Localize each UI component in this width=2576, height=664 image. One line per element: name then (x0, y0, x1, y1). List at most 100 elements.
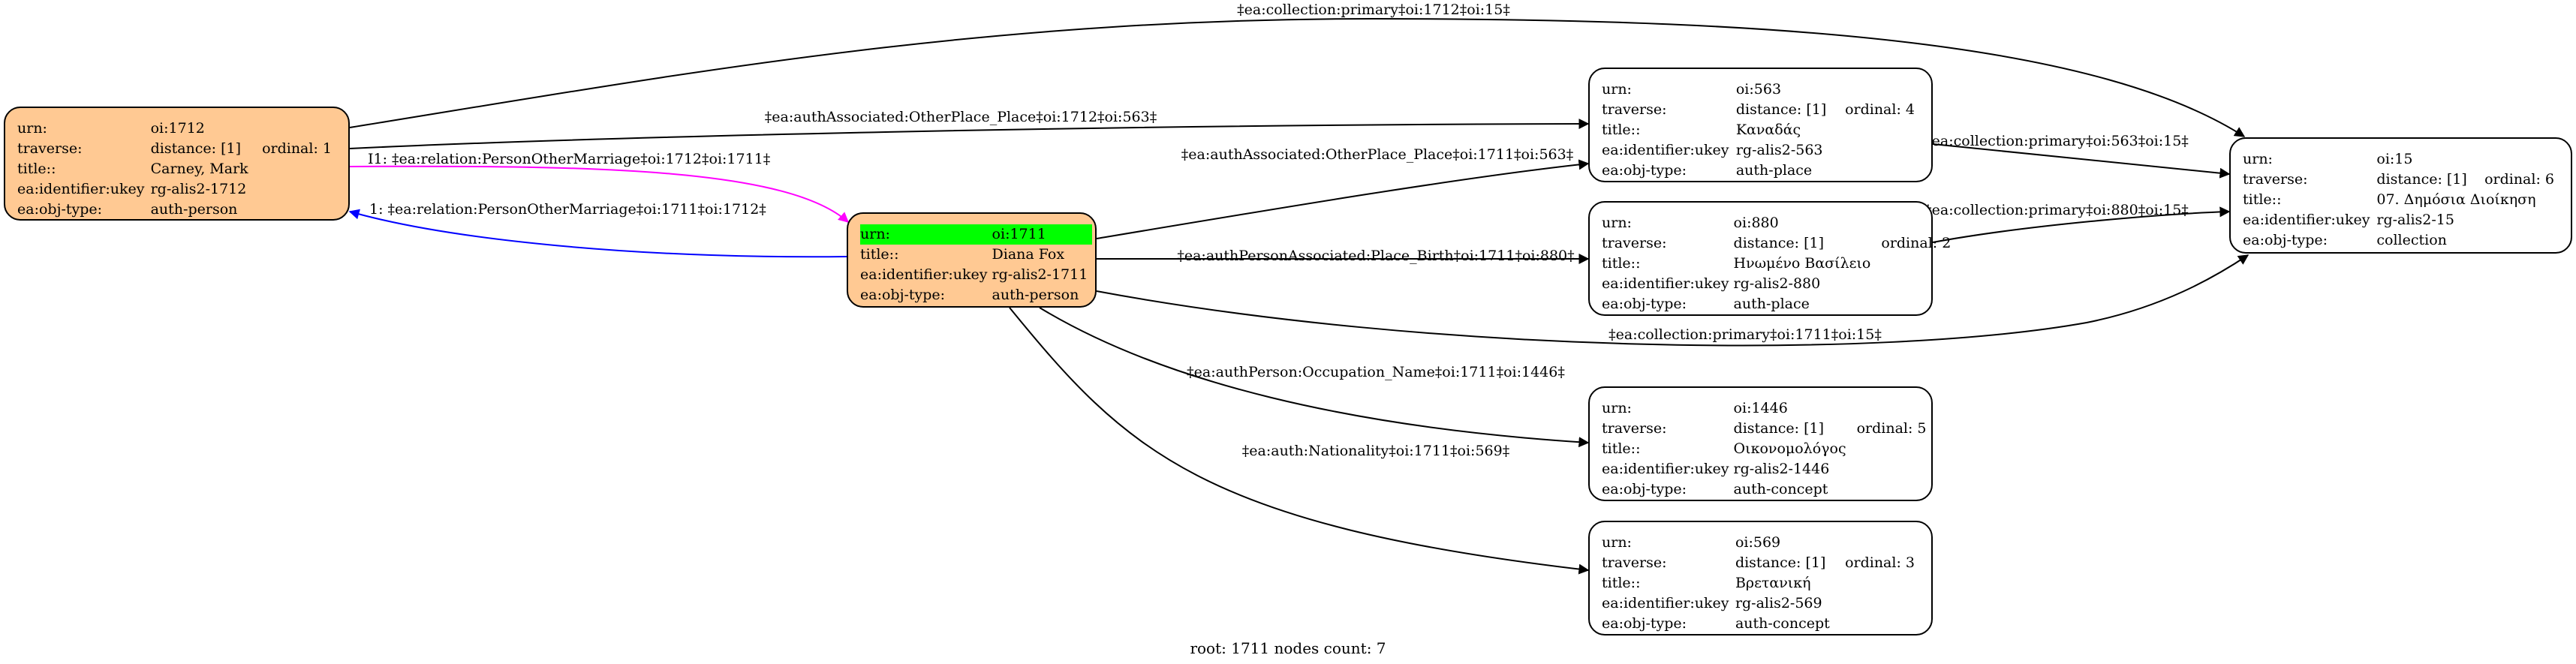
field-value: auth-concept (1735, 615, 1830, 632)
field-key: ea:identifier:ukey (1602, 275, 1729, 292)
field-key: title:: (1602, 255, 1641, 272)
field-key: traverse: (1602, 235, 1667, 251)
field-value-ordinal: ordinal: 5 (1856, 420, 1927, 437)
field-key: traverse: (1602, 554, 1667, 571)
field-key: traverse: (1602, 420, 1667, 437)
field-key: urn: (1602, 534, 1632, 551)
field-key: ea:identifier:ukey (1602, 595, 1729, 611)
node-oi-1712[interactable]: urn: oi:1712 traverse: distance: [1] ordina… (4, 107, 350, 221)
field-value: distance: [1] (1735, 101, 1827, 118)
node-fields-table: urn: oi:563 traverse: distance: [1] ordinal… (1602, 80, 1919, 181)
node-oi-880[interactable]: urn: oi:880 traverse: distance: [1] ordinal… (1588, 201, 1951, 316)
field-value: rg-alis2-563 (1735, 142, 1823, 158)
edge-label-1712-15: ‡ea:collection:primary‡oi:1712‡oi:15‡ (1237, 2, 1510, 18)
field-value: Οικονομολόγος (1733, 440, 1846, 457)
field-key: urn: (2243, 151, 2273, 167)
field-value: distance: [1] (150, 140, 242, 157)
field-value: rg-alis2-1711 (992, 266, 1088, 283)
field-value: distance: [1] (1733, 420, 1824, 437)
field-value: Καναδάς (1735, 122, 1801, 138)
edge-880-15 (1932, 206, 2231, 243)
field-key: title:: (1602, 440, 1641, 457)
field-value: Carney, Mark (150, 161, 248, 177)
field-value: rg-alis2-569 (1735, 595, 1822, 611)
field-value: rg-alis2-15 (2376, 212, 2454, 228)
node-oi-15[interactable]: urn: oi:15 traverse: distance: [1] ordinal:… (2229, 137, 2572, 254)
graph-footer-caption: root: 1711 nodes count: 7 (1190, 639, 1386, 657)
edge-label-1711-1712: 1: ‡ea:relation:PersonOtherMarriage‡oi:1… (369, 201, 766, 218)
edge-1711-569 (1009, 307, 1590, 575)
node-oi-569[interactable]: urn: oi:569 traverse: distance: [1] ordinal… (1588, 521, 1933, 635)
edge-1712-1711 (349, 165, 850, 223)
field-key: ea:obj-type: (860, 287, 946, 303)
field-value-ordinal: ordinal: 1 (262, 140, 332, 157)
field-value: Ηνωμένο Βασίλειο (1733, 255, 1871, 272)
field-key: title:: (1602, 575, 1641, 591)
field-key: title:: (1602, 122, 1641, 138)
field-value: distance: [1] (1733, 235, 1824, 251)
edge-label-1712-1711: I1: ‡ea:relation:PersonOtherMarriage‡oi:… (368, 151, 770, 167)
field-value: auth-person (150, 201, 238, 218)
field-key: ea:obj-type: (1602, 481, 1687, 497)
node-fields-table: urn: oi:1446 traverse: distance: [1] ordina… (1602, 398, 1931, 500)
field-value: oi:15 (2376, 151, 2413, 167)
field-value: auth-person (992, 287, 1079, 303)
field-key: urn: (1602, 400, 1632, 416)
edge-label-563-15: ‡ea:collection:primary‡oi:563‡oi:15‡ (1924, 133, 2189, 149)
field-key: ea:obj-type: (17, 201, 103, 218)
edge-label-1711-563: ‡ea:authAssociated:OtherPlace_Place‡oi:1… (1181, 146, 1573, 163)
field-value: oi:563 (1735, 81, 1782, 98)
field-value: Βρετανική (1735, 575, 1811, 591)
field-value: oi:880 (1733, 215, 1779, 231)
field-value: oi:1446 (1733, 400, 1788, 416)
field-key: ea:identifier:ukey (17, 181, 145, 197)
edge-1711-15 (1096, 254, 2249, 347)
field-value-ordinal: ordinal: 3 (1845, 554, 1915, 571)
field-value-ordinal: ordinal: 6 (2484, 171, 2554, 188)
field-key: urn: (1602, 81, 1632, 98)
edge-label-1712-563: ‡ea:authAssociated:OtherPlace_Place‡oi:1… (765, 109, 1157, 125)
node-oi-563[interactable]: urn: oi:563 traverse: distance: [1] ordinal… (1588, 68, 1933, 182)
field-value: rg-alis2-880 (1733, 275, 1821, 292)
field-key: traverse: (17, 140, 83, 157)
node-fields-table: urn: oi:15 traverse: distance: [1] ordinal:… (2243, 149, 2559, 251)
edge-label-1711-880: ‡ea:authPersonAssociated:Place_Birth‡oi:… (1177, 248, 1574, 264)
field-value: distance: [1] (1735, 554, 1826, 571)
field-key: ea:obj-type: (1602, 162, 1687, 179)
field-key: ea:identifier:ukey (2243, 212, 2370, 228)
field-key: ea:identifier:ukey (860, 266, 988, 283)
field-value: oi:569 (1735, 534, 1781, 551)
edge-1711-563 (1096, 159, 1590, 239)
edge-label-880-15: ‡ea:collection:primary‡oi:880‡oi:15‡ (1924, 202, 2189, 218)
field-value-ordinal: ordinal: 4 (1845, 101, 1915, 118)
field-value: oi:1712 (150, 120, 205, 137)
field-value: auth-concept (1733, 481, 1828, 497)
field-key: traverse: (2243, 171, 2308, 188)
field-value: auth-place (1735, 162, 1813, 179)
field-value: collection (2376, 232, 2447, 248)
field-key: urn: (860, 224, 992, 245)
node-oi-1711-root[interactable]: urn:oi:1711 title::Diana Fox ea:identifi… (847, 212, 1097, 308)
field-key: title:: (17, 161, 56, 177)
node-fields-table: urn: oi:1712 traverse: distance: [1] ordina… (17, 119, 336, 220)
field-value-ordinal: ordinal: 2 (1881, 235, 1952, 251)
edge-label-1711-15: ‡ea:collection:primary‡oi:1711‡oi:15‡ (1608, 326, 1882, 343)
field-key: traverse: (1602, 101, 1667, 118)
field-value: rg-alis2-1712 (150, 181, 247, 197)
node-fields-table: urn:oi:1711 title::Diana Fox ea:identifi… (860, 224, 1093, 305)
node-fields-table: urn: oi:569 traverse: distance: [1] ordinal… (1602, 533, 1919, 634)
field-value: distance: [1] (2376, 171, 2467, 188)
field-key: urn: (17, 120, 47, 137)
field-key: title:: (2243, 191, 2282, 208)
field-key: ea:obj-type: (1602, 615, 1687, 632)
field-value: auth-place (1733, 296, 1810, 312)
field-key: ea:obj-type: (1602, 296, 1687, 312)
edge-1711-1446 (1039, 307, 1590, 448)
field-value: Diana Fox (992, 246, 1065, 263)
node-oi-1446[interactable]: urn: oi:1446 traverse: distance: [1] ordina… (1588, 386, 1933, 501)
field-key: urn: (1602, 215, 1632, 231)
edge-1712-563 (349, 119, 1590, 149)
field-key: ea:identifier:ukey (1602, 142, 1729, 158)
